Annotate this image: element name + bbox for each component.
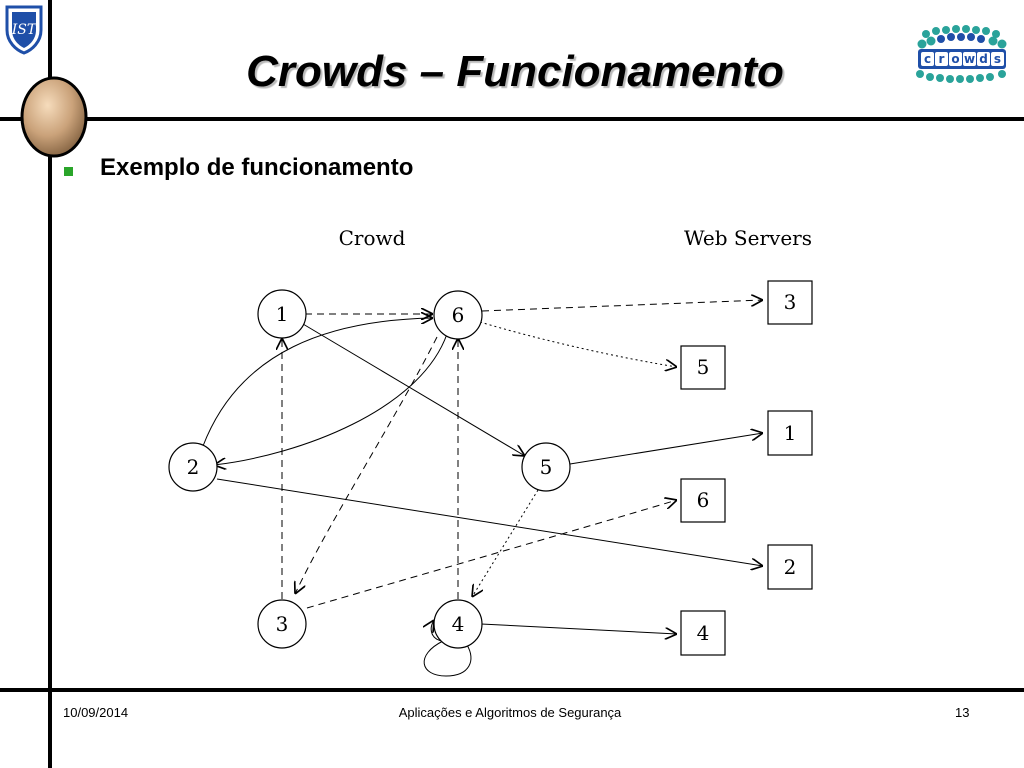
footer-course: Aplicações e Algoritmos de Segurança xyxy=(398,705,622,720)
crowd-node-5 xyxy=(521,442,571,492)
crowd-node-6-label: 6 xyxy=(452,303,465,327)
server-box-2 xyxy=(767,544,813,590)
edge-4-self-loop-path xyxy=(423,640,472,677)
crowd-node-1-label: 1 xyxy=(276,302,289,326)
server-box-1 xyxy=(767,410,813,456)
ist-shield-logo: IST xyxy=(5,5,43,55)
edge-1-to-5 xyxy=(302,323,525,456)
svg-text:w: w xyxy=(964,52,975,66)
header-rule xyxy=(0,117,1024,121)
edge-6-to-server-3 xyxy=(481,300,763,312)
crowds-diagram: Crowd Web Servers xyxy=(168,226,813,677)
crowd-node-5-label: 5 xyxy=(540,455,553,479)
edge-4-to-server-4 xyxy=(480,623,677,634)
footer-page-number: 13 xyxy=(955,705,970,720)
bullet-marker xyxy=(64,167,73,176)
crowd-node-2-label: 2 xyxy=(187,455,200,479)
orb-decoration xyxy=(20,76,88,158)
svg-text:c: c xyxy=(924,52,931,66)
bullet-text: Exemplo de funcionamento xyxy=(100,154,414,181)
server-4-label: 4 xyxy=(697,621,710,645)
web-servers-heading: Web Servers xyxy=(684,226,812,250)
vertical-rule xyxy=(48,0,52,768)
server-box-3 xyxy=(767,280,813,325)
server-box-5 xyxy=(680,345,726,390)
svg-text:s: s xyxy=(994,52,1001,66)
server-1-label: 1 xyxy=(784,421,797,445)
edge-6-to-3 xyxy=(295,336,438,594)
svg-text:d: d xyxy=(979,52,988,66)
edge-2-to-6 xyxy=(202,318,433,447)
edge-2-to-server-2 xyxy=(216,478,763,566)
footer-rule xyxy=(0,688,1024,692)
crowd-node-3-label: 3 xyxy=(276,612,289,636)
edge-5-to-4 xyxy=(472,489,539,597)
server-2-label: 2 xyxy=(784,555,797,579)
edge-5-to-server-1 xyxy=(569,433,763,465)
footer-date: 10/09/2014 xyxy=(63,705,129,720)
server-box-6 xyxy=(680,478,726,523)
server-5-label: 5 xyxy=(697,355,710,379)
crowd-node-2 xyxy=(168,442,218,492)
svg-text:r: r xyxy=(939,52,945,66)
edge-6-to-server-5 xyxy=(479,321,677,367)
crowd-node-4 xyxy=(433,599,483,649)
server-6-label: 6 xyxy=(697,488,710,512)
edge-6-to-2 xyxy=(214,333,448,465)
crowd-heading: Crowd xyxy=(339,226,406,250)
svg-text:IST: IST xyxy=(11,22,38,38)
slide-title: Crowds – Funcionamento xyxy=(246,47,784,96)
crowd-node-4-label: 4 xyxy=(452,612,465,636)
svg-text:o: o xyxy=(951,52,959,66)
crowd-node-3 xyxy=(257,599,307,649)
crowd-node-1 xyxy=(257,289,307,339)
server-3-label: 3 xyxy=(784,290,797,314)
edge-3-to-server-6 xyxy=(306,500,677,609)
server-box-4 xyxy=(680,610,726,656)
crowd-node-6 xyxy=(433,290,483,340)
